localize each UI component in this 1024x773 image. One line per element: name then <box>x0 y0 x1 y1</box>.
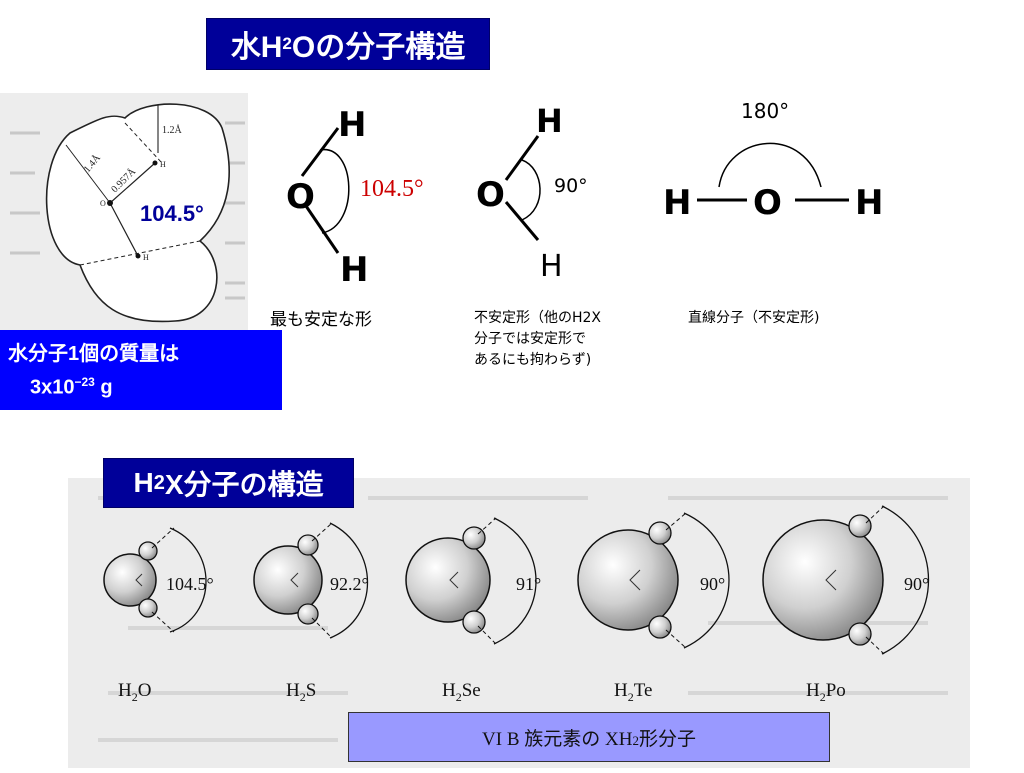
group-caption-sub: 2 <box>632 733 639 748</box>
h2s-angle: 92.2° <box>330 574 369 594</box>
caption-unstable-line-2: 分子では安定形で <box>474 331 586 347</box>
h2se-label: H2Se <box>442 680 481 704</box>
caption-unstable-line-1: 不安定形（他のH2X <box>474 310 602 326</box>
oxygen-label: O <box>100 199 106 208</box>
caption-unstable: 不安定形（他のH2X 分子では安定形で あるにも拘わらず) <box>474 308 601 371</box>
section-title-main: H <box>133 467 154 498</box>
bond-angle-label: 104.5° <box>140 201 204 226</box>
title-rest: Oの分子構造 <box>291 31 466 64</box>
h2po-angle: 90° <box>904 574 929 594</box>
atom-h-bottom: H <box>340 250 368 290</box>
radius-label-1: 1.2Å <box>162 124 183 136</box>
group-caption-a: VI B 族元素の XH <box>482 728 633 750</box>
atom-h-bottom-2: H <box>540 249 563 283</box>
hydrogen-label-1: H <box>160 160 166 169</box>
atom-h-top-2: H <box>536 102 563 140</box>
mass-exponent: −23 <box>74 375 95 389</box>
mass-value: 3x10−23 g <box>8 368 282 402</box>
mass-unit: g <box>94 376 113 399</box>
atom-h-top: H <box>338 105 366 145</box>
caption-stable: 最も安定な形 <box>270 310 372 330</box>
angle-180: 180° <box>741 99 789 123</box>
atom-o-2: O <box>476 175 505 215</box>
angle-90: 90° <box>554 175 588 197</box>
h2x-molecules-diagram: 104.5° H2O 92.2° H2S 91° H2Se 90° H2Te <box>98 496 948 742</box>
title-main: 水H <box>230 31 283 64</box>
electron-cloud-scan: 1.2Å 1.4Å 0.957Å O H H 104.5° <box>0 93 248 333</box>
linear-shape-180: 180° H O H <box>663 99 883 222</box>
mass-line-1: 水分子1個の質量は <box>8 343 180 365</box>
h2s-label: H2S <box>286 680 316 704</box>
h2o-label: H2O <box>118 680 151 704</box>
hydrogen-label-2: H <box>143 253 149 262</box>
caption-linear: 直線分子（不安定形) <box>688 310 820 326</box>
mass-base: 3x10 <box>30 376 75 399</box>
mass-info-box: 水分子1個の質量は 3x10−23 g <box>0 330 282 410</box>
caption-unstable-line-3: あるにも拘わらず) <box>474 352 592 368</box>
h2te-label: H2Te <box>614 680 652 704</box>
section-title-rest: X分子の構造 <box>164 469 324 500</box>
bent-shape-104: H O H 104.5° <box>286 105 424 290</box>
bent-shape-90: H O H 90° <box>476 102 588 283</box>
section-title-subscript: 2 <box>153 471 165 494</box>
group-caption-b: 形分子 <box>638 728 696 750</box>
atom-h-right: H <box>855 183 883 222</box>
h2se-angle: 91° <box>516 574 541 594</box>
title-subscript: 2 <box>282 34 292 53</box>
electron-cloud-diagram: 1.2Å 1.4Å 0.957Å O H H 104.5° <box>10 103 245 323</box>
h2te-angle: 90° <box>700 574 725 594</box>
h2o-angle: 104.5° <box>166 574 214 594</box>
atom-o-3: O <box>753 183 782 222</box>
angle-104: 104.5° <box>360 176 424 202</box>
h2po-label: H2Po <box>806 680 846 704</box>
atom-h-left: H <box>663 183 691 222</box>
